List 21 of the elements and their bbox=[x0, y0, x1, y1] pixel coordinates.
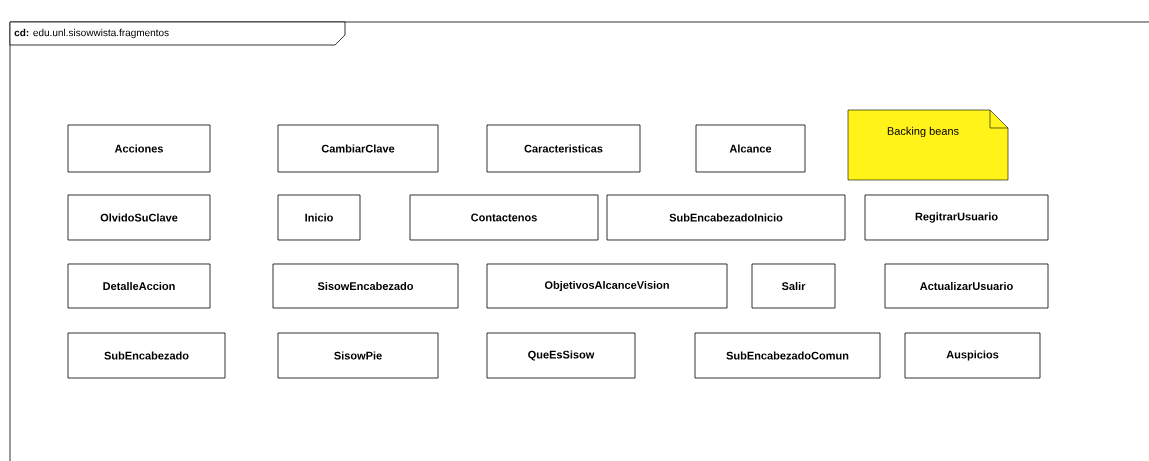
title-tab: cd: edu.unl.sisowwista.fragmentos bbox=[9, 21, 346, 46]
class-box: Acciones bbox=[67, 124, 211, 173]
class-box: Inicio bbox=[277, 194, 361, 241]
class-box: Caracteristicas bbox=[486, 124, 641, 173]
class-box: Salir bbox=[751, 263, 836, 309]
class-box: Auspicios bbox=[904, 332, 1041, 379]
class-box: Alcance bbox=[695, 124, 806, 173]
note-box: Backing beans bbox=[847, 109, 1009, 181]
class-box: CambiarClave bbox=[277, 124, 439, 173]
class-box: Contactenos bbox=[409, 194, 599, 241]
class-box: RegitrarUsuario bbox=[864, 194, 1049, 241]
class-box: ActualizarUsuario bbox=[884, 263, 1049, 309]
class-box: ObjetivosAlcanceVision bbox=[486, 263, 728, 309]
class-box: SubEncabezadoComun bbox=[694, 332, 881, 379]
class-box: SisowEncabezado bbox=[272, 263, 459, 309]
class-box: SisowPie bbox=[277, 332, 439, 379]
class-box: QueEsSisow bbox=[486, 332, 636, 379]
class-box: SubEncabezado bbox=[67, 332, 226, 379]
class-box: OlvidoSuClave bbox=[67, 194, 211, 241]
class-box: SubEncabezadoInicio bbox=[606, 194, 846, 241]
class-box: DetalleAccion bbox=[67, 263, 211, 309]
